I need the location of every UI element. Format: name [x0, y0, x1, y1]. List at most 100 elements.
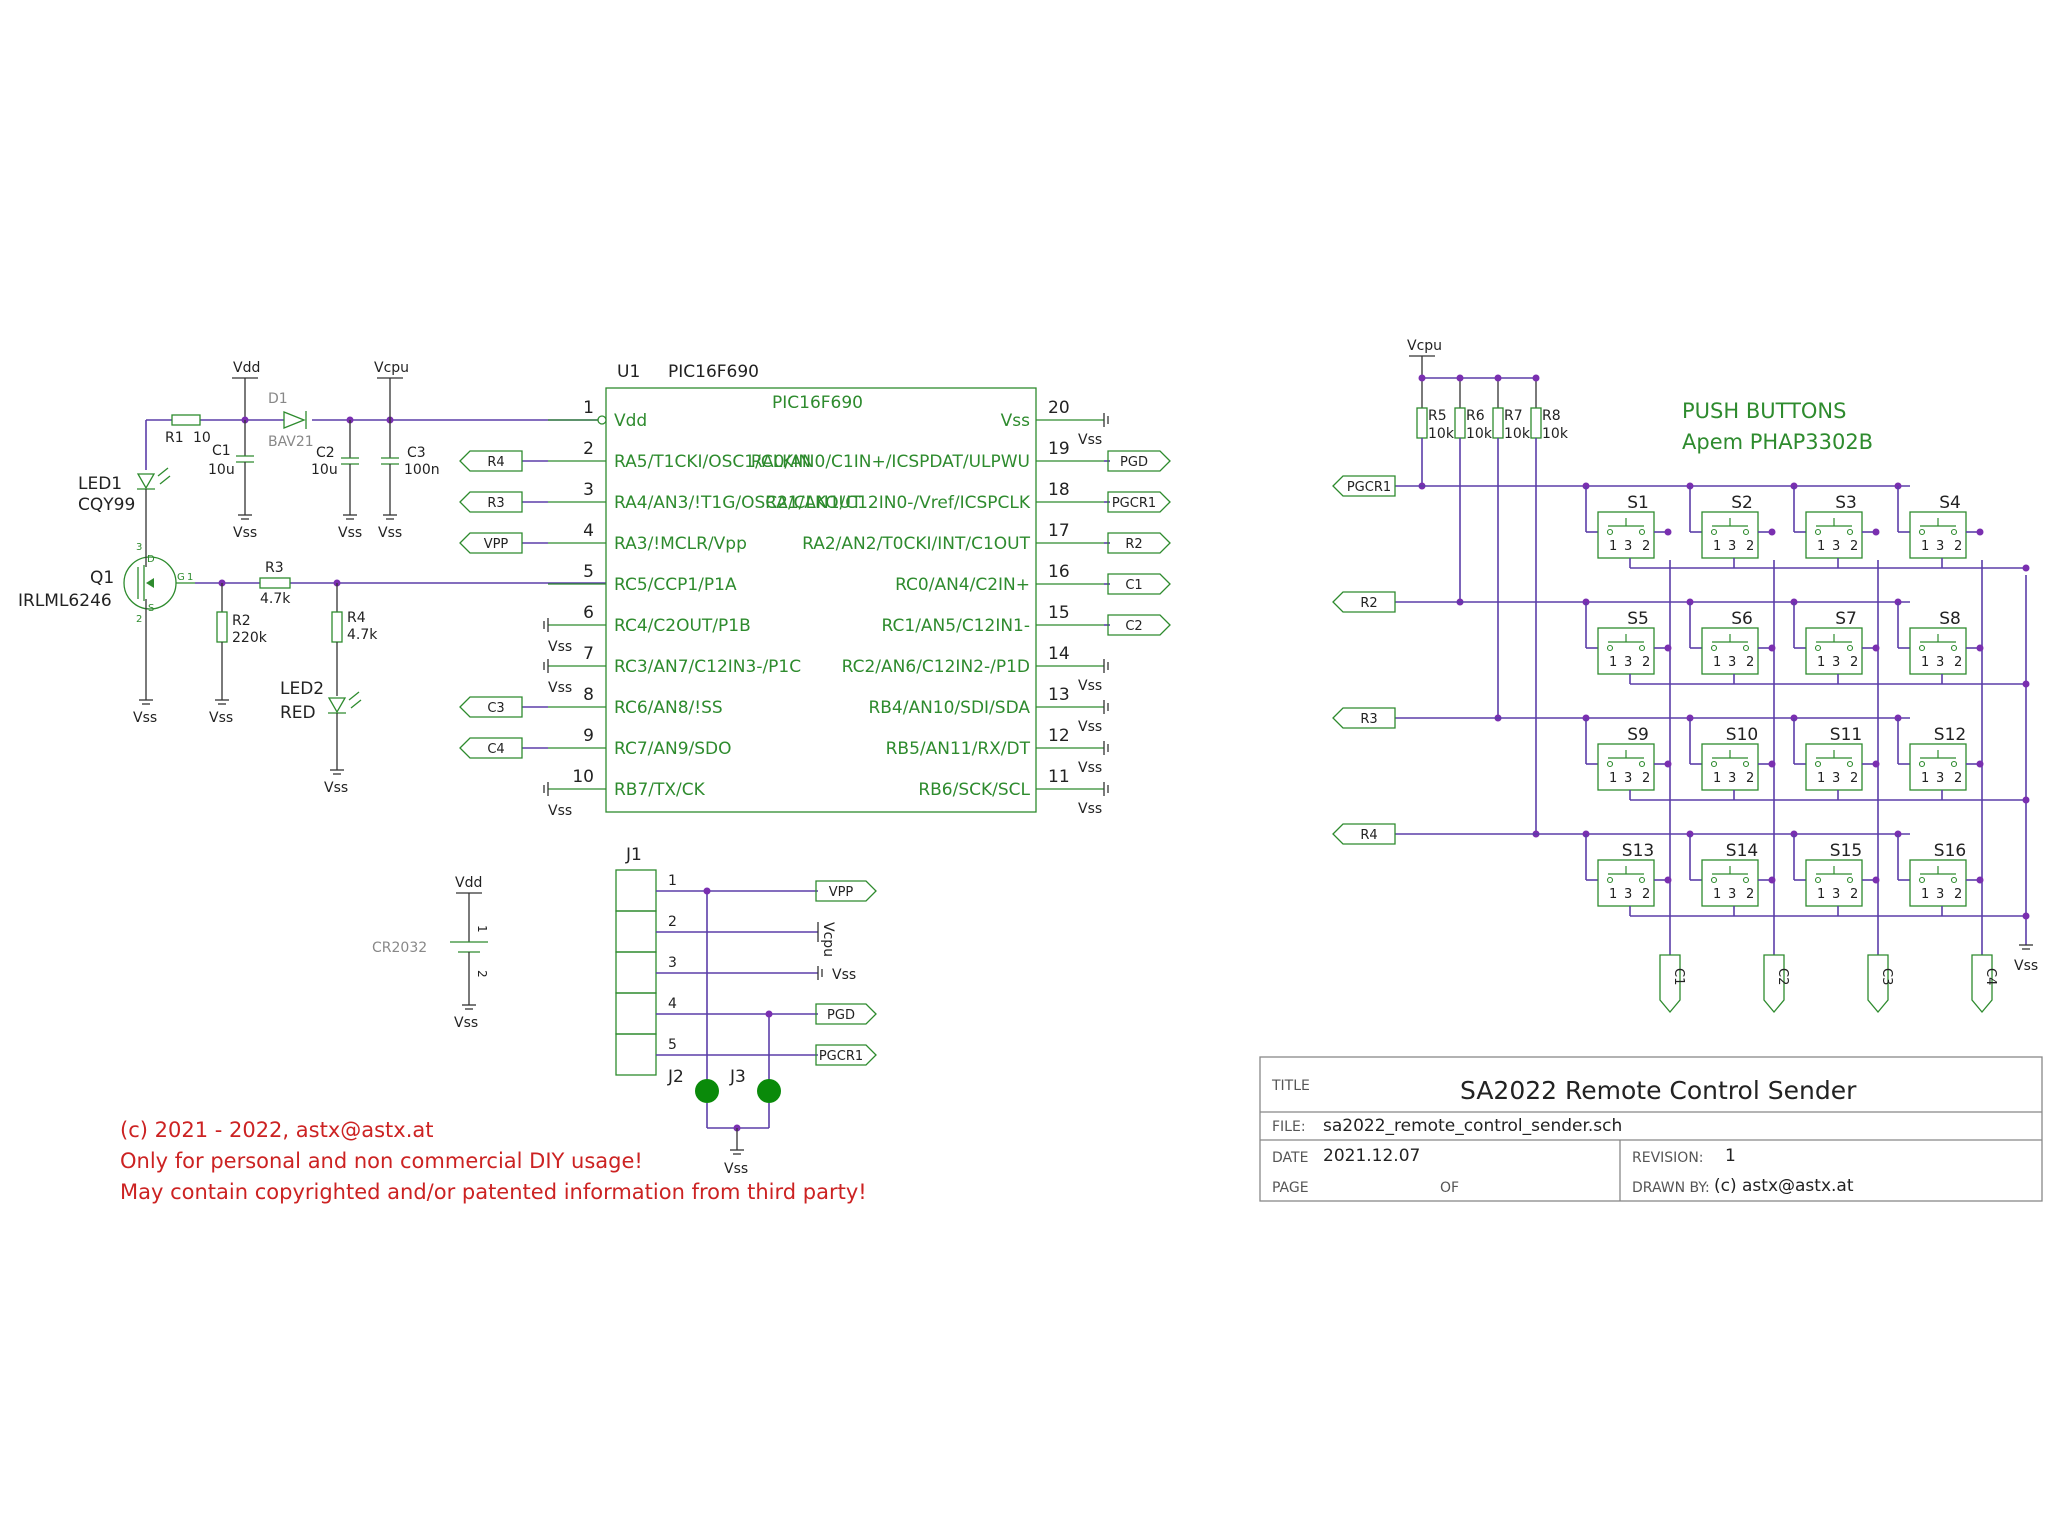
pullup-R7-value: 10k [1504, 426, 1531, 442]
row-label-R2-flag [1332, 591, 1396, 613]
u1-pin-1-name: Vdd [614, 411, 647, 431]
q1-mosfet [123, 555, 195, 623]
switch-S1-pin1: 1 [1609, 539, 1617, 554]
row-label-PGCR1-text: PGCR1 [1347, 480, 1391, 495]
vdd-label: Vdd [233, 360, 260, 376]
j1-pin-3-num: 3 [668, 955, 677, 971]
tb-revision-label: REVISION: [1632, 1150, 1704, 1166]
u1-pin-13-num: 13 [1048, 685, 1070, 705]
switch-S13-pin3: 3 [1624, 887, 1632, 902]
row-label-R3-text: R3 [1360, 712, 1377, 727]
c1-vss: Vss [233, 525, 257, 541]
u1-net-PGCR1-flag [1107, 491, 1171, 513]
col-label-C4-text: C4 [1983, 968, 1998, 985]
d1-diode [283, 411, 307, 429]
u1-pin-7-num: 7 [583, 644, 594, 664]
r3-ref: R3 [265, 560, 284, 576]
switch-S16-body [1909, 859, 1967, 907]
u1-ic: U1 PIC16F690 PIC16F690 1Vdd2RA5/T1CKI/OS… [459, 362, 1171, 819]
c2-ref: C2 [316, 445, 335, 461]
j1-pin-3-gnd [817, 966, 823, 980]
pullup-R7-ref: R7 [1504, 408, 1523, 424]
switch-S13-ref: S13 [1622, 841, 1654, 861]
switch-S1-body [1597, 511, 1655, 559]
switch-S16-pin3: 3 [1936, 887, 1944, 902]
u1-pin-12-name: RB5/AN11/RX/DT [886, 739, 1031, 759]
d1-ref: D1 [268, 391, 288, 407]
u1-pin-18-num: 18 [1048, 480, 1070, 500]
title-block: TITLE SA2022 Remote Control Sender FILE:… [1259, 1056, 2043, 1202]
pullup-R6-value: 10k [1466, 426, 1493, 442]
switch-S11-pin2: 2 [1850, 771, 1858, 786]
switch-S8-pin3: 3 [1936, 655, 1944, 670]
j2-jumper [695, 1079, 719, 1103]
c3-ref: C3 [407, 445, 426, 461]
u1-pin-11-vss: Vss [1078, 801, 1102, 817]
switch-S14-pin2: 2 [1746, 887, 1754, 902]
keyboard-title-line2: Apem PHAP3302B [1682, 430, 1873, 454]
switch-S6-ref: S6 [1731, 609, 1753, 629]
switch-S6-body [1701, 627, 1759, 675]
j-vss: Vss [724, 1161, 748, 1177]
u1-value: PIC16F690 [668, 362, 759, 382]
q1-value: IRLML6246 [18, 591, 112, 611]
j1-net-PGCR1-text: PGCR1 [819, 1049, 863, 1064]
switch-S12-pin2: 2 [1954, 771, 1962, 786]
q1-pin-g: G [177, 572, 185, 583]
u1-net-R2-flag [1107, 532, 1171, 554]
switch-S5-pin2: 2 [1642, 655, 1650, 670]
bat-vss: Vss [454, 1015, 478, 1031]
pullup-R7 [1492, 407, 1504, 439]
bat-pin2: 2 [475, 970, 489, 978]
copyright-line1: (c) 2021 - 2022, astx@astx.at [120, 1118, 434, 1142]
switch-S5-pin3: 3 [1624, 655, 1632, 670]
u1-pin-13-gnd [1103, 700, 1109, 714]
switch-S1-pin3: 3 [1624, 539, 1632, 554]
r2-value: 220k [232, 630, 268, 646]
switch-S9-pin1: 1 [1609, 771, 1617, 786]
j2-ref: J2 [667, 1067, 684, 1087]
u1-pin-5-name: RC5/CCP1/P1A [614, 575, 737, 595]
switch-S15-pin2: 2 [1850, 887, 1858, 902]
u1-net-R2-text: R2 [1125, 537, 1142, 552]
u1-pin-15-name: RC1/AN5/C12IN1- [882, 616, 1030, 636]
j1-pin-5-num: 5 [668, 1037, 677, 1053]
u1-net-C3-flag [459, 696, 523, 718]
j1-pin-2-cell [615, 910, 657, 953]
u1-ref: U1 [617, 362, 640, 382]
switch-S9-body [1597, 743, 1655, 791]
switch-S7-ref: S7 [1835, 609, 1857, 629]
c2-value: 10u [311, 462, 338, 478]
col-label-C4-flag [1971, 954, 1993, 1014]
led1-ref: LED1 [78, 474, 122, 494]
switch-S7-pin1: 1 [1817, 655, 1825, 670]
u1-pin-19-num: 19 [1048, 439, 1070, 459]
pullup-R5-ref: R5 [1428, 408, 1447, 424]
q1-pin3: 3 [136, 542, 142, 553]
u1-pin-8-num: 8 [583, 685, 594, 705]
keyboard-title-line1: PUSH BUTTONS [1682, 399, 1846, 423]
switch-S15-body [1805, 859, 1863, 907]
q1-ref: Q1 [90, 568, 114, 588]
d1-value: BAV21 [268, 434, 314, 450]
switch-S11-ref: S11 [1830, 725, 1862, 745]
u1-pin-10-num: 10 [572, 767, 594, 787]
switch-S2-ref: S2 [1731, 493, 1753, 513]
u1-pin-18-name: RA1/AN1/C12IN0-/Vref/ICSPCLK [765, 493, 1031, 513]
switch-S5-body [1597, 627, 1655, 675]
col-label-C2-flag [1763, 954, 1785, 1014]
c1-ref: C1 [212, 443, 231, 459]
j3-jumper [757, 1079, 781, 1103]
switch-S4-pin1: 1 [1921, 539, 1929, 554]
pullup-R6 [1454, 407, 1466, 439]
q1-pin2: 2 [136, 614, 142, 625]
u1-pin-14-num: 14 [1048, 644, 1070, 664]
